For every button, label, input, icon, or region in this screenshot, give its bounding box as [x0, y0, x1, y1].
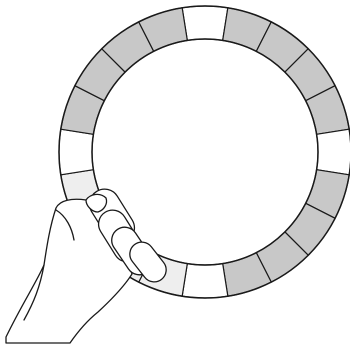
ring-segment-white	[182, 264, 228, 298]
hand-icon	[6, 183, 171, 343]
ring-segment-white	[317, 129, 350, 175]
ring-segment-white	[182, 6, 228, 40]
ring-segment-white	[59, 129, 93, 175]
